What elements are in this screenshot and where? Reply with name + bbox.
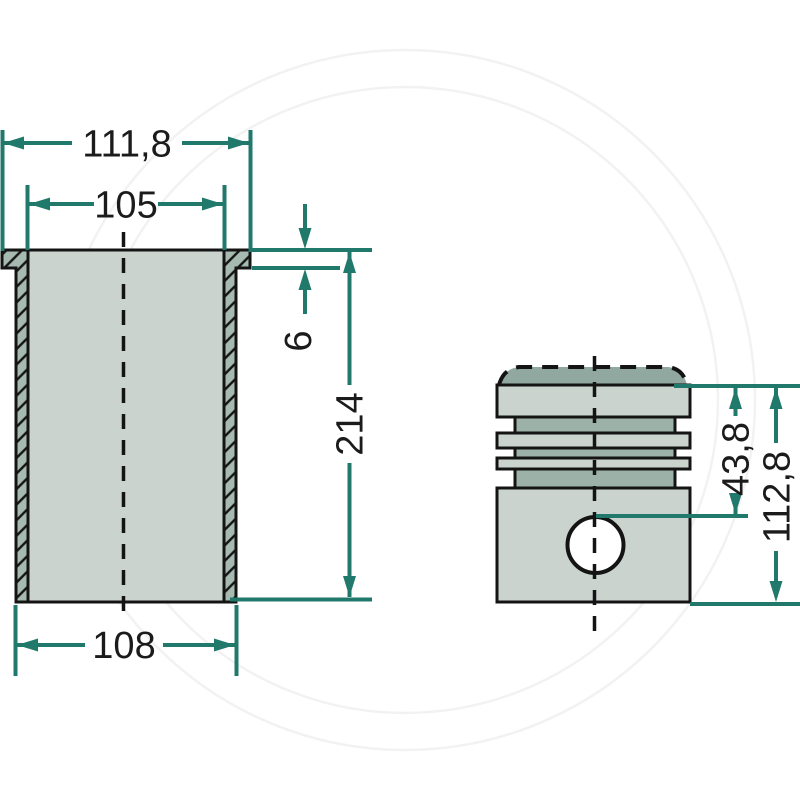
arrow-down-icon bbox=[769, 581, 783, 602]
arrow-left-icon bbox=[3, 136, 24, 150]
arrow-up-icon bbox=[769, 388, 783, 409]
dim-label-liner-od: 108 bbox=[92, 625, 155, 667]
dim-label-bore: 105 bbox=[94, 185, 157, 227]
arrow-up-icon bbox=[343, 252, 356, 273]
arrow-right-icon bbox=[228, 136, 249, 150]
piston-dimensions: 43,8 112,8 bbox=[596, 384, 800, 606]
arrow-right-icon bbox=[202, 197, 223, 211]
dim-label-piston-height: 112,8 bbox=[757, 451, 799, 543]
dimension-flange-height: 6 bbox=[250, 204, 372, 352]
arrow-down-icon bbox=[298, 228, 312, 249]
dim-label-flange-height: 6 bbox=[278, 330, 320, 351]
piston-crown bbox=[499, 367, 687, 385]
dimension-liner-length: 214 bbox=[230, 252, 372, 602]
dimension-liner-od: 108 bbox=[13, 605, 239, 676]
dimension-bore: 105 bbox=[25, 185, 227, 250]
arrow-right-icon bbox=[214, 638, 235, 652]
arrow-up-icon bbox=[298, 269, 312, 290]
dimension-pin-top: 43,8 bbox=[716, 388, 758, 514]
liner-dimensions: 111,8 105 6 214 bbox=[0, 124, 372, 676]
dim-label-pin-top: 43,8 bbox=[716, 422, 758, 496]
cylinder-liner bbox=[0, 232, 252, 622]
dimension-piston-height: 112,8 bbox=[757, 388, 799, 602]
liner-bore bbox=[26, 248, 226, 604]
dimension-flange-od: 111,8 bbox=[0, 124, 253, 252]
dim-label-flange-od: 111,8 bbox=[82, 124, 171, 166]
arrow-left-icon bbox=[17, 638, 38, 652]
arrow-up-icon bbox=[729, 388, 742, 409]
arrow-left-icon bbox=[29, 197, 50, 211]
arrow-down-icon bbox=[729, 493, 742, 514]
piston bbox=[495, 356, 692, 640]
piston-crown-dashed-outline bbox=[497, 365, 689, 386]
arrow-down-icon bbox=[343, 576, 356, 597]
dim-label-liner-length: 214 bbox=[330, 392, 372, 455]
